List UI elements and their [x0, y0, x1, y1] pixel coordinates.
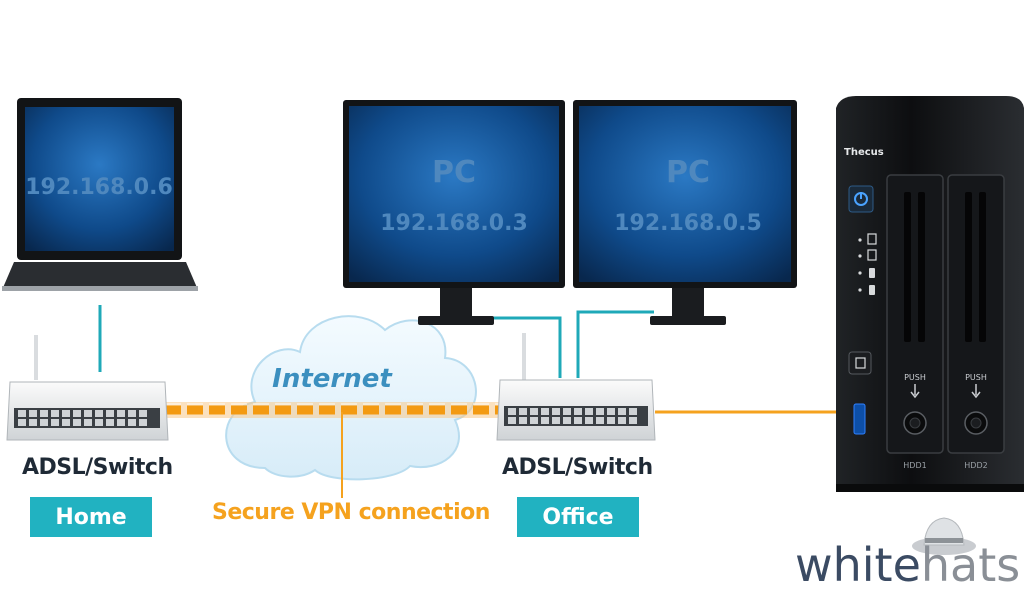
laptop-ip: 192.168.0.6 — [25, 175, 173, 200]
lan-cables — [98, 305, 654, 378]
bay1-label: HDD1 — [903, 461, 926, 470]
bay1-push: PUSH — [904, 373, 926, 382]
office-pc-2-monitor: PC 192.168.0.5 — [573, 100, 797, 325]
internet-label: Internet — [272, 364, 393, 394]
pc2-to-office-router-cable — [576, 310, 654, 378]
home-router — [6, 335, 169, 441]
pc2-name: PC — [666, 155, 710, 190]
bay2-label: HDD2 — [964, 461, 987, 470]
nas-status-leds — [858, 233, 877, 295]
pc2-ip: 192.168.0.5 — [614, 211, 762, 236]
nas-drive-bay-2[interactable]: PUSH HDD2 — [947, 174, 1005, 470]
nas-usb-port — [853, 403, 866, 435]
logo-part-hats: hats — [920, 538, 1021, 592]
nas-copy-button[interactable] — [848, 351, 872, 375]
pc1-to-office-router-cable — [482, 316, 562, 378]
vpn-label: Secure VPN connection — [212, 500, 490, 525]
pc1-ip: 192.168.0.3 — [380, 211, 528, 236]
home-laptop: 192.168.0.6 — [2, 98, 198, 291]
nas-brand: Thecus — [844, 147, 884, 158]
nas-device: Thecus PUSH HDD1 PUSH — [836, 96, 1024, 492]
nas-drive-bay-1[interactable]: PUSH HDD1 — [886, 174, 944, 470]
office-pc-1-monitor: PC 192.168.0.3 — [343, 100, 565, 325]
bay2-push: PUSH — [965, 373, 987, 382]
logo-part-white: white — [795, 538, 921, 592]
hat-icon — [912, 517, 976, 555]
internet-cloud: Internet — [225, 315, 477, 481]
vpn-tunnel — [165, 402, 503, 498]
pc1-name: PC — [432, 155, 476, 190]
office-router-label: ADSL/Switch — [502, 455, 653, 480]
office-router — [496, 333, 656, 441]
whitehats-logo: whitehats — [795, 538, 1020, 592]
home-badge: Home — [30, 497, 152, 537]
office-badge: Office — [517, 497, 639, 537]
home-router-label: ADSL/Switch — [22, 455, 173, 480]
